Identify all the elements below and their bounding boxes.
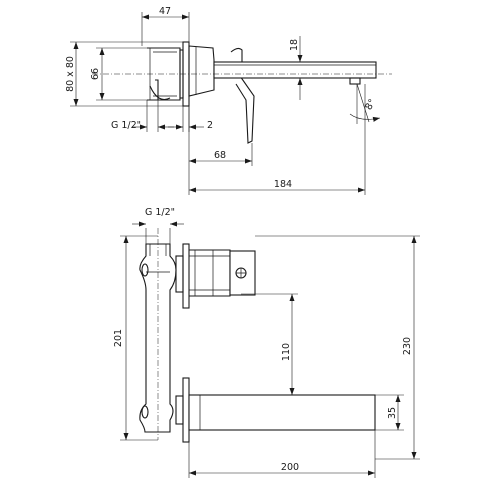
dim-200-label: 200 (281, 462, 299, 473)
spout (213, 61, 377, 79)
dim-184-label: 184 (274, 179, 292, 190)
dim-230-label: 230 (402, 337, 413, 355)
spout-front (188, 394, 376, 431)
dim-110-label: 110 (281, 343, 292, 361)
front-view: G 1/2" 201 110 230 35 200 (113, 207, 420, 478)
dim-80x80-label: 80 x 80 (65, 56, 76, 92)
wall-plate-front-bottom (182, 377, 190, 443)
lever-handle (235, 75, 255, 144)
dim-angle-label: 8° (363, 97, 378, 112)
dim-g12-top-label: G 1/2" (111, 120, 141, 131)
cartridge-cover (188, 45, 215, 97)
dim-66-label: 66 (90, 68, 101, 80)
aerator (349, 77, 361, 85)
dim-47-label: 47 (159, 6, 171, 17)
dim-g12-front-label: G 1/2" (145, 207, 175, 218)
dim-68-label: 68 (214, 150, 226, 161)
dim-35-label: 35 (387, 407, 398, 419)
wall-plate-front-top (182, 243, 190, 309)
side-view: 47 18 80 x 80 66 G 1/2" 2 68 (65, 6, 392, 195)
dim-18-label: 18 (289, 39, 300, 51)
dim-201-label: 201 (113, 329, 124, 347)
dim-2-label: 2 (207, 120, 213, 131)
lever-top (230, 47, 243, 62)
